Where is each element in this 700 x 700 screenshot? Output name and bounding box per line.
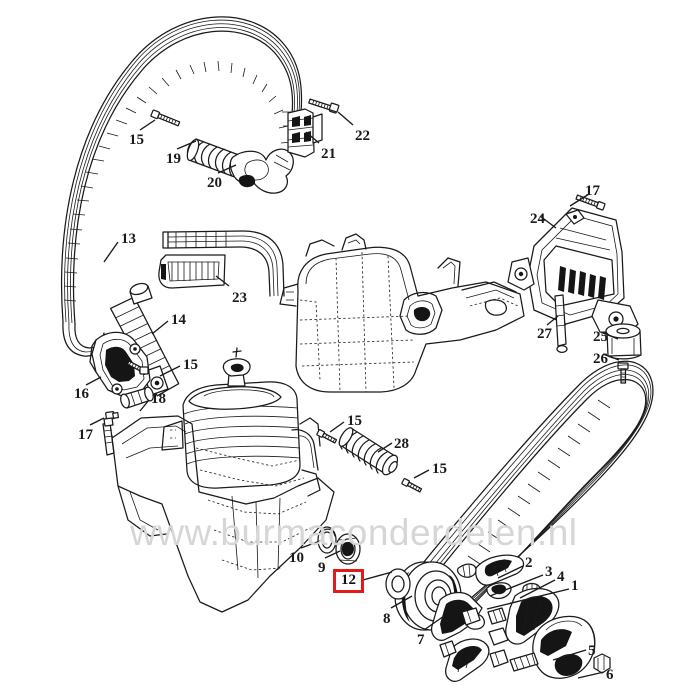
callout-spring: 19 <box>166 151 181 167</box>
callout-rubber-mount: 25 <box>593 329 608 345</box>
callout-belt-pulley-hub: 8 <box>383 611 391 627</box>
gearbox-housing <box>279 233 525 393</box>
part-18-spacer-sleeve <box>120 386 154 409</box>
callout-screw-long: 17 <box>78 427 93 443</box>
part-16-bracket <box>89 331 151 398</box>
leader-line-3 <box>489 574 544 597</box>
engine-cylinder-assembly <box>161 347 301 489</box>
leader-line-15 <box>413 469 430 479</box>
part-23-handle-grip <box>158 254 226 289</box>
leader-line-14 <box>151 320 169 335</box>
leader-line-27 <box>546 315 559 326</box>
part-15-screw-mid-right <box>400 477 423 494</box>
callout-screw: 15 <box>129 132 144 148</box>
leader-line-10 <box>300 540 321 549</box>
part-6-nut <box>593 653 611 674</box>
leader-line-12 <box>362 571 393 581</box>
leader-line-24 <box>539 215 557 229</box>
callout-spacer: 4 <box>557 569 565 585</box>
callout-screw: 26 <box>593 351 608 367</box>
part-21-cable-guide <box>287 108 323 158</box>
part-15-screw-left-bracket <box>126 359 149 376</box>
callout-nut: 6 <box>606 667 614 683</box>
callout-shock-absorber: 14 <box>171 312 186 328</box>
callout-leader-lines <box>85 111 620 679</box>
leader-line-15 <box>139 119 156 131</box>
part-17-screw-long-left <box>102 410 120 456</box>
leader-line-7 <box>423 615 445 631</box>
callout-spacer-sleeve: 18 <box>151 391 166 407</box>
part-9-bearing <box>335 533 361 565</box>
part-15-screw-top <box>150 109 181 128</box>
leader-line-4 <box>519 579 556 599</box>
callout-cable-guide: 21 <box>321 146 336 162</box>
callout-bearing: 9 <box>318 560 326 576</box>
leader-line-21 <box>305 131 320 144</box>
callout-clamp: 20 <box>207 175 222 191</box>
part-10-washer-ring <box>317 526 337 554</box>
leader-line-8 <box>390 595 413 609</box>
part-14-shock-absorber <box>109 282 180 397</box>
leader-line-22 <box>337 111 354 126</box>
leader-line-16 <box>85 376 102 386</box>
leader-line-17 <box>569 193 590 207</box>
watermark-text: www.burmaconderdelen.nl <box>130 512 578 553</box>
leader-line-25 <box>602 332 619 340</box>
leader-line-15 <box>329 421 345 433</box>
callout-pin: 3 <box>545 564 553 580</box>
part-20-clamp <box>229 148 294 194</box>
callout-handle-grip: 23 <box>232 290 247 306</box>
leader-line-13 <box>103 241 119 263</box>
callout-pulley: 7 <box>417 632 425 648</box>
leader-line-17 <box>89 417 105 426</box>
callout-screw: 22 <box>355 128 370 144</box>
callout-screw-long: 17 <box>585 183 600 199</box>
leader-line-9 <box>324 550 341 559</box>
clutch-shoe-lower-left <box>445 638 509 682</box>
leader-line-1 <box>486 588 570 610</box>
callout-rod: 27 <box>537 326 552 342</box>
clutch-small-parts <box>439 563 481 658</box>
callout-clutch-lever: 1 <box>571 578 579 594</box>
callout-bracket: 16 <box>74 386 89 402</box>
callout-screw: 15 <box>347 413 362 429</box>
leader-line-28 <box>377 442 393 453</box>
callout-clutch-drum: 5 <box>588 643 596 659</box>
small-spring-lower <box>509 652 539 672</box>
callout-washer-ring: 10 <box>289 550 304 566</box>
leader-line-18 <box>139 399 150 412</box>
callout-support-frame: 24 <box>530 211 545 227</box>
callout-spring-damper: 28 <box>394 436 409 452</box>
callout-needle-bearing-highlighted[interactable]: 12 <box>333 569 364 593</box>
part-1-clutch-arm-right <box>505 587 560 645</box>
drive-belt <box>399 360 654 625</box>
part-28-spring-damper <box>338 427 399 476</box>
leader-line-2 <box>497 565 524 579</box>
leader-line-6 <box>577 671 605 679</box>
callout-screw: 15 <box>183 357 198 373</box>
callout-brake-band-segment: 2 <box>525 555 533 571</box>
callout-handle-bar-loop: 13 <box>121 231 136 247</box>
part-27-rod <box>554 294 568 354</box>
leader-line-15 <box>159 365 181 377</box>
leader-line-5 <box>552 649 587 661</box>
part-24-support-frame <box>507 207 639 337</box>
leader-line-23 <box>215 275 230 287</box>
lower-handle-bar <box>162 230 285 297</box>
callout-screw: 15 <box>432 461 447 477</box>
leader-line-19 <box>176 140 197 150</box>
leader-line-26 <box>602 353 620 361</box>
part-22-screw <box>307 97 340 114</box>
part-25-rubber-mount <box>605 323 642 360</box>
leader-line-20 <box>217 164 237 174</box>
part-5-clutch-drum <box>532 615 596 679</box>
